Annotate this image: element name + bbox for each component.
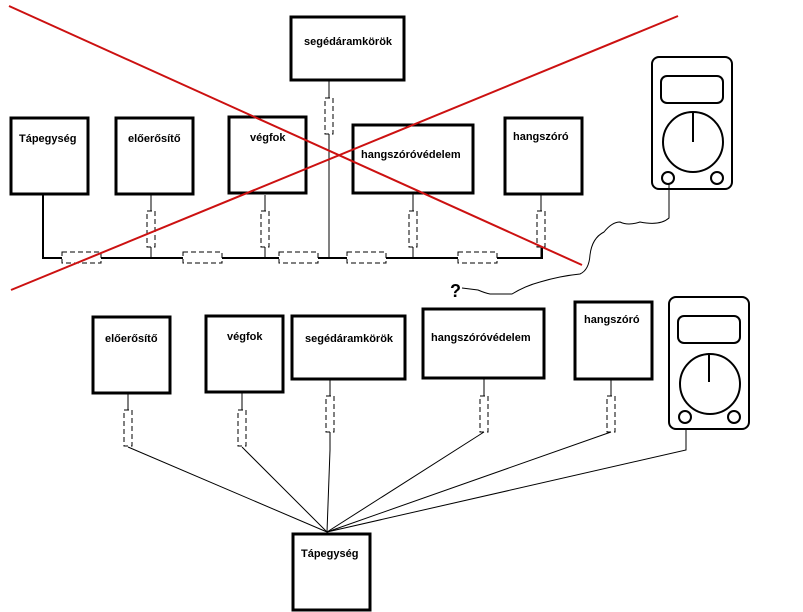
block-label: segédáramkörök	[305, 333, 394, 345]
star-wire	[326, 431, 485, 533]
bus-resistor	[457, 251, 498, 264]
meter-wire	[326, 421, 687, 533]
bottom-block-aux-circuits: segédáramkörök	[290, 314, 407, 381]
probe-lead	[461, 184, 670, 295]
tap-resistor	[479, 395, 489, 433]
block-label: hangszóróvédelem	[361, 149, 461, 161]
top-block-speaker: hangszóró	[503, 116, 584, 196]
top-ground-bus	[42, 195, 543, 259]
block-label: hangszóró	[513, 131, 569, 143]
block-label: Tápegység	[301, 548, 358, 560]
tap-resistor	[325, 395, 335, 433]
tap-resistor	[260, 210, 270, 248]
bottom-block-speaker-protection: hangszóróvédelem	[421, 307, 546, 380]
block-label: végfok	[250, 132, 286, 144]
top-diagram: Tápegység előerősítő végfok segédáramkör…	[8, 5, 733, 301]
block-label: előerősítő	[105, 333, 158, 345]
star-wire	[127, 446, 328, 533]
bottom-block-power-supply: Tápegység	[291, 532, 372, 612]
top-block-preamp: előerősítő	[114, 116, 195, 196]
block-label: előerősítő	[128, 133, 181, 145]
top-block-aux-circuits: segédáramkörök	[289, 15, 406, 82]
tap-resistor	[123, 409, 133, 447]
top-block-speaker-protection: hangszóróvédelem	[351, 123, 475, 195]
top-block-power-supply: Tápegység	[9, 116, 90, 196]
bottom-diagram: előerősítő végfok segédáramkörök hangszó…	[91, 296, 750, 612]
cross-out-line	[10, 15, 679, 291]
bus-resistor	[182, 251, 223, 264]
question-mark: ?	[450, 281, 461, 301]
cross-out-line	[8, 5, 583, 266]
tap-resistor	[324, 97, 334, 135]
bus-resistor	[346, 251, 387, 264]
block-label: segédáramkörök	[304, 36, 393, 48]
star-wire	[326, 431, 612, 533]
block-label: Tápegység	[19, 133, 76, 145]
block-label: végfok	[227, 331, 263, 343]
tap-resistor	[237, 409, 247, 447]
tap-resistor	[146, 210, 156, 248]
bottom-block-power-amp: végfok	[204, 314, 285, 394]
block-label: hangszóróvédelem	[431, 332, 531, 344]
bottom-multimeter	[668, 296, 750, 430]
bus-resistor	[278, 251, 319, 264]
bottom-block-preamp: előerősítő	[91, 315, 172, 395]
top-multimeter	[651, 56, 733, 190]
block-label: hangszóró	[584, 314, 640, 326]
tap-resistor	[408, 210, 418, 248]
tap-resistor	[606, 395, 616, 433]
bus-resistor	[61, 251, 102, 264]
star-wire	[241, 446, 328, 533]
tap-resistor	[536, 210, 546, 248]
bottom-block-speaker: hangszóró	[573, 300, 654, 381]
top-block-power-amp: végfok	[227, 115, 308, 195]
